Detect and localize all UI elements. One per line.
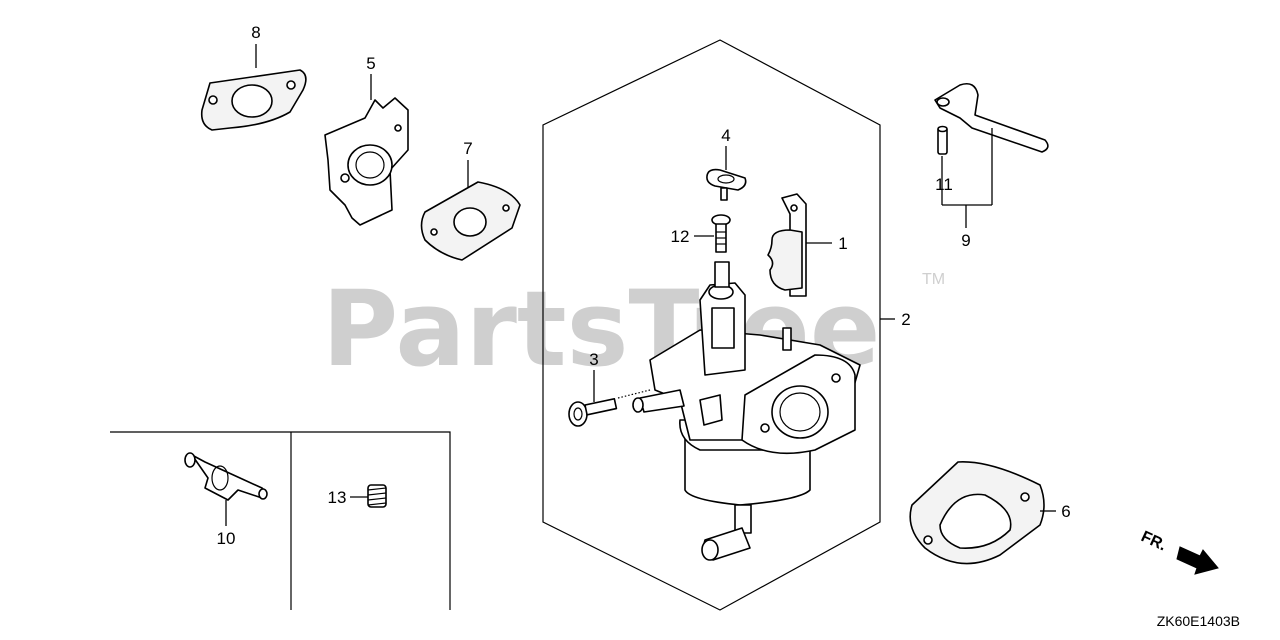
callout-11: 11	[935, 175, 953, 194]
trademark-mark: TM	[922, 271, 945, 288]
part-12-screw[interactable]	[711, 214, 731, 253]
part-13-spring[interactable]	[367, 484, 387, 508]
diagram-code: ZK60E1403B	[1157, 613, 1240, 629]
callout-7: 7	[463, 139, 472, 158]
callout-3: 3	[589, 350, 598, 369]
part-7-gasket[interactable]	[420, 181, 521, 261]
callout-6: 6	[1061, 502, 1070, 521]
front-label: FR.	[1138, 528, 1169, 554]
part-3-screw[interactable]	[568, 389, 651, 427]
leader-lines	[225, 44, 1056, 526]
part-4-cap[interactable]	[706, 168, 747, 201]
part-8-gasket[interactable]	[200, 69, 307, 131]
front-direction-indicator: FR.	[1138, 528, 1219, 575]
part-11-pin[interactable]	[937, 125, 948, 155]
callout-13: 13	[328, 488, 347, 507]
callout-9: 9	[961, 231, 970, 250]
kit-boundary	[542, 39, 881, 611]
part-1-gasket-set[interactable]	[767, 193, 807, 297]
callout-5: 5	[366, 54, 375, 73]
callout-4: 4	[721, 126, 730, 145]
callout-8: 8	[251, 23, 260, 42]
inset-box-frame	[110, 431, 451, 610]
callout-10: 10	[217, 529, 236, 548]
part-6-gasket[interactable]	[909, 461, 1045, 565]
part-10-fitting[interactable]	[184, 452, 268, 501]
callout-1: 1	[838, 234, 847, 253]
part-5-insulator-plate[interactable]	[324, 97, 409, 226]
front-arrow-icon	[1176, 546, 1219, 575]
part-9-lever[interactable]	[934, 82, 1049, 153]
part-2-carburetor-assembly[interactable]	[632, 261, 861, 561]
callout-2: 2	[901, 310, 910, 329]
callout-12: 12	[671, 227, 690, 246]
